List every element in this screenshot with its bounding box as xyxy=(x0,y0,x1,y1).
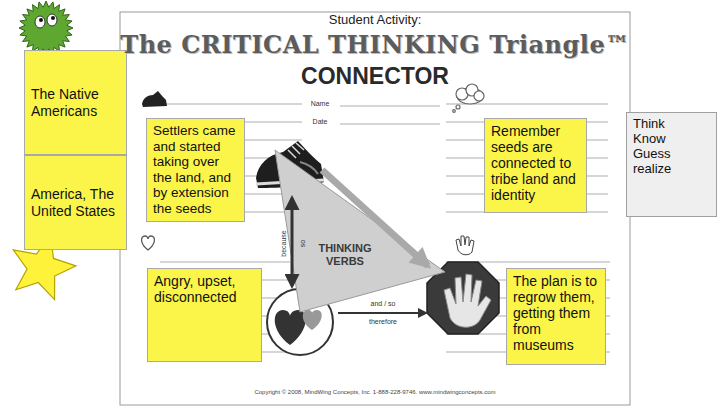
fuzzy-ball xyxy=(19,1,73,55)
arrow-word: and / so xyxy=(371,300,396,307)
writing-line xyxy=(160,104,302,105)
box-text: Angry, upset, disconnected xyxy=(154,273,255,305)
double-arrow xyxy=(291,198,294,286)
small-shoe-icon xyxy=(142,91,167,107)
copyright-note: Copyright © 2008, MindWing Concepts, Inc… xyxy=(254,389,495,395)
answer-box: Settlers came and started taking over th… xyxy=(146,118,245,222)
writing-line xyxy=(160,262,290,263)
box-text: Remember seeds are connected to tribe la… xyxy=(491,123,580,203)
box-text: America, The United States xyxy=(31,186,120,218)
small-heart-icon xyxy=(142,236,155,250)
box-text: The Native Americans xyxy=(31,86,120,118)
name-label: Name xyxy=(311,100,330,107)
answer-box: The Native Americans xyxy=(24,50,127,155)
diagonal-arrow xyxy=(322,170,428,266)
answer-box: Remember seeds are connected to tribe la… xyxy=(484,118,587,213)
answer-box: Think Know Guess realize xyxy=(626,112,717,217)
box-text: Think Know Guess realize xyxy=(633,117,671,177)
answer-box: Angry, upset, disconnected xyxy=(147,268,262,362)
arrow-word: so xyxy=(299,240,306,247)
name-line xyxy=(340,106,440,107)
triangle-label: THINKING VERBS xyxy=(318,242,371,268)
answer-box: The plan is to regrow them, getting them… xyxy=(506,268,606,365)
small-hand-icon xyxy=(456,236,474,255)
activity-heading: Student Activity: xyxy=(329,12,422,27)
arrow-word: therefore xyxy=(369,318,397,325)
worksheet-sheet xyxy=(120,12,630,405)
forward-arrow xyxy=(338,312,426,314)
box-text: Settlers came and started taking over th… xyxy=(153,123,238,216)
date-line xyxy=(340,124,440,125)
box-text: The plan is to regrow them, getting them… xyxy=(513,273,599,353)
connector-heading: CONNECTOR xyxy=(301,63,449,90)
arrow-word: because xyxy=(280,230,287,256)
date-label: Date xyxy=(313,118,328,125)
thought-cloud-icon xyxy=(453,84,484,112)
worksheet-title: The CRITICAL THINKING Triangle™ xyxy=(120,30,629,59)
answer-box: America, The United States xyxy=(24,155,127,250)
